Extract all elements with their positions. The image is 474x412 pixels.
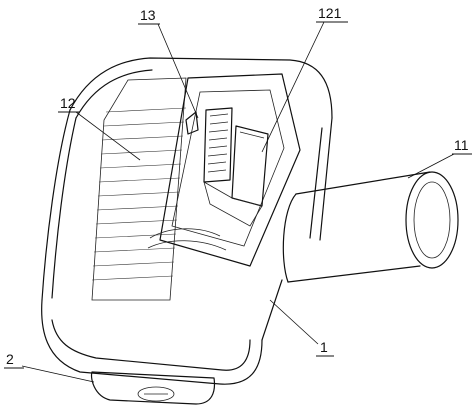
leader-lines <box>21 21 455 383</box>
label-2: 2 <box>6 351 14 367</box>
reference-labels: 13 121 12 11 1 2 <box>4 5 472 369</box>
label-121: 121 <box>318 5 342 21</box>
leader-1 <box>269 299 319 345</box>
bottom-cap <box>90 371 216 405</box>
leader-11 <box>407 153 455 179</box>
leader-2 <box>21 365 95 383</box>
label-12: 12 <box>60 95 76 111</box>
leader-12 <box>75 111 141 161</box>
suction-tube <box>282 171 459 283</box>
housing-body <box>41 57 333 385</box>
leader-13 <box>157 23 199 119</box>
latch-plate <box>203 125 269 227</box>
label-11: 11 <box>454 137 469 153</box>
grip-panel <box>91 77 187 301</box>
leader-121 <box>261 21 325 153</box>
label-1: 1 <box>320 339 328 355</box>
slider-button <box>185 107 233 183</box>
recess-tray <box>147 73 301 267</box>
label-13: 13 <box>140 7 156 23</box>
